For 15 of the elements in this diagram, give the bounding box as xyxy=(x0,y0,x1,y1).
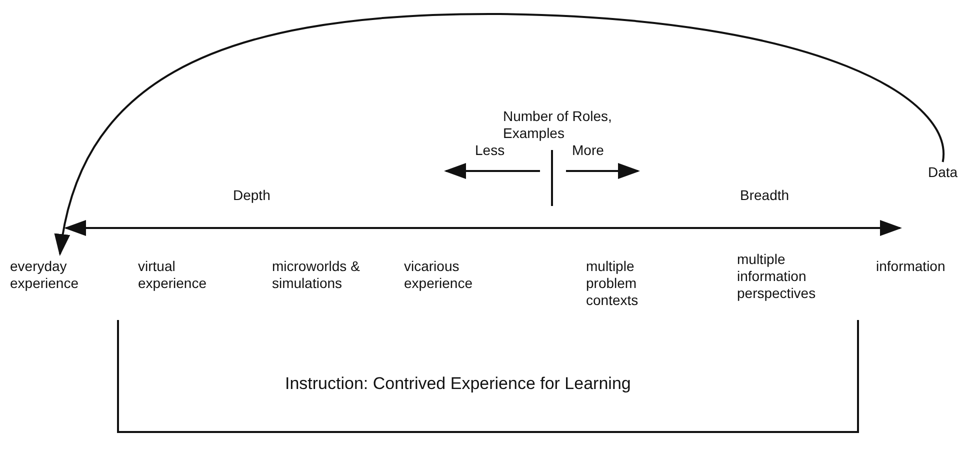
axis-caption: Number of Roles, Examples xyxy=(503,108,613,142)
continuum-end-label: information xyxy=(876,258,946,275)
region-label: Breadth xyxy=(740,187,790,204)
continuum-label: vicarious experience xyxy=(404,258,474,292)
continuum-label: microworlds & simulations xyxy=(272,258,361,292)
continuum-label: multiple problem contexts xyxy=(586,258,640,309)
bracket-caption: Instruction: Contrived Experience for Learning xyxy=(285,375,631,392)
region-label: Depth xyxy=(233,187,270,204)
direction-label: More xyxy=(572,142,604,159)
data-label: Data xyxy=(928,164,958,181)
direction-label: Less xyxy=(475,142,505,159)
curved-arrow xyxy=(56,13,944,256)
continuum-label: multiple information perspectives xyxy=(737,251,817,302)
continuum-end-label: everyday experience xyxy=(10,258,110,292)
continuum-label: virtual experience xyxy=(138,258,208,292)
